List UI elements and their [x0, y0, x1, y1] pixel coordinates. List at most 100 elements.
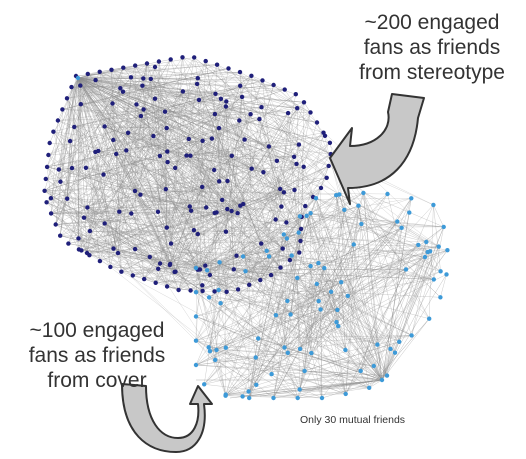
- stereotype-fan-node: [54, 222, 58, 226]
- stereotype-fan-node: [195, 82, 199, 86]
- cover-fan-node: [431, 203, 435, 207]
- cover-fan-node: [298, 214, 302, 218]
- stereotype-fan-node: [140, 84, 144, 88]
- stereotype-fan-node: [198, 267, 202, 271]
- stereotype-fan-node: [319, 186, 323, 190]
- cover-fan-node: [240, 394, 244, 398]
- cover-fan-node: [438, 295, 442, 299]
- stereotype-fan-node: [217, 126, 221, 130]
- stereotype-fan-node: [275, 159, 279, 163]
- stereotype-fan-node: [58, 180, 62, 184]
- stereotype-fan-node: [302, 165, 306, 169]
- stereotype-fan-node: [85, 205, 89, 209]
- stereotype-fan-node: [212, 168, 216, 172]
- stereotype-fan-node: [200, 289, 204, 293]
- stereotype-fan-node: [259, 241, 263, 245]
- stereotype-fan-node: [294, 92, 298, 96]
- friendship-edge: [288, 112, 310, 113]
- stereotype-fan-node: [88, 229, 92, 233]
- cover-fan-node: [395, 219, 399, 223]
- stereotype-fan-node: [200, 185, 204, 189]
- stereotype-fan-node: [93, 78, 97, 82]
- stereotype-fan-node: [86, 72, 90, 76]
- cover-fan-node: [342, 208, 346, 212]
- stereotype-fan-node: [328, 141, 332, 145]
- cover-fan-node: [346, 294, 350, 298]
- stereotype-fan-node: [158, 261, 162, 265]
- stereotype-fan-node: [238, 70, 242, 74]
- stereotype-fan-node: [153, 65, 157, 69]
- stereotype-annotation-line-2: fans as friends: [336, 35, 526, 60]
- cover-fan-node: [444, 272, 448, 276]
- stereotype-fan-node: [121, 90, 125, 94]
- stereotype-fan-node: [133, 189, 137, 193]
- stereotype-fan-node: [82, 216, 86, 220]
- cover-fan-node: [359, 369, 363, 373]
- cover-fan-node: [296, 396, 300, 400]
- cover-fan-node: [194, 363, 198, 367]
- stereotype-fan-node: [180, 55, 184, 59]
- stereotype-fan-node: [142, 277, 146, 281]
- stereotype-fan-node: [141, 76, 145, 80]
- stereotype-fan-node: [269, 273, 273, 277]
- cover-fan-node: [322, 266, 326, 270]
- stereotype-annotation-line-1: ~200 engaged: [336, 10, 526, 35]
- cover-fan-node: [267, 254, 271, 258]
- stereotype-fan-node: [163, 110, 167, 114]
- stereotype-fan-node: [157, 59, 161, 63]
- friendship-edge: [251, 76, 284, 90]
- stereotype-fan-node: [149, 77, 153, 81]
- cover-fan-node: [318, 307, 322, 311]
- cover-fan-node: [282, 232, 286, 236]
- cover-fan-node: [427, 317, 431, 321]
- stereotype-fan-node: [60, 107, 64, 111]
- stereotype-fan-node: [44, 200, 48, 204]
- cover-fan-node: [385, 192, 389, 196]
- stereotype-fan-node: [204, 205, 208, 209]
- stereotype-fan-node: [158, 154, 162, 158]
- stereotype-fan-node: [192, 228, 196, 232]
- cover-fan-node: [285, 236, 289, 240]
- stereotype-fan-node: [260, 78, 264, 82]
- stereotype-fan-node: [165, 160, 169, 164]
- stereotype-fan-node: [153, 97, 157, 101]
- stereotype-fan-node: [51, 130, 55, 134]
- stereotype-fan-node: [192, 55, 196, 59]
- stereotype-fan-node: [238, 84, 242, 88]
- stereotype-fan-node: [98, 70, 102, 74]
- stereotype-fan-node: [271, 83, 275, 87]
- cover-fan-node: [372, 364, 376, 368]
- cover-fan-node: [285, 299, 289, 303]
- stereotype-fan-node: [98, 259, 102, 263]
- cover-fan-node: [274, 313, 278, 317]
- cover-fan-node: [218, 301, 222, 305]
- stereotype-fan-node: [114, 152, 118, 156]
- stereotype-fan-node: [213, 211, 217, 215]
- stereotype-fan-node: [203, 263, 207, 267]
- stereotype-fan-node: [70, 166, 74, 170]
- cover-fan-node: [334, 193, 338, 197]
- stereotype-fan-node: [278, 187, 282, 191]
- stereotype-fan-node: [315, 120, 319, 124]
- stereotype-fan-node: [173, 270, 177, 274]
- stereotype-fan-node: [165, 149, 169, 153]
- cover-fan-node: [297, 230, 301, 234]
- stereotype-fan-node: [188, 154, 192, 158]
- cover-fan-node: [224, 392, 228, 396]
- stereotype-fan-node: [57, 167, 61, 171]
- stereotype-fan-node: [292, 155, 296, 159]
- cover-fan-node: [214, 348, 218, 352]
- stereotype-fan-node: [116, 251, 120, 255]
- stereotype-fan-node: [327, 164, 331, 168]
- stereotype-fan-node: [189, 209, 193, 213]
- stereotype-fan-node: [133, 247, 137, 251]
- cover-fan-node: [194, 290, 198, 294]
- stereotype-fan-node: [210, 136, 214, 140]
- stereotype-fan-node: [229, 209, 233, 213]
- stereotype-fan-node: [286, 111, 290, 115]
- cover-fan-node: [375, 342, 379, 346]
- stereotype-fan-node: [93, 150, 97, 154]
- cover-fan-node: [343, 348, 347, 352]
- stereotype-fan-node: [208, 273, 212, 277]
